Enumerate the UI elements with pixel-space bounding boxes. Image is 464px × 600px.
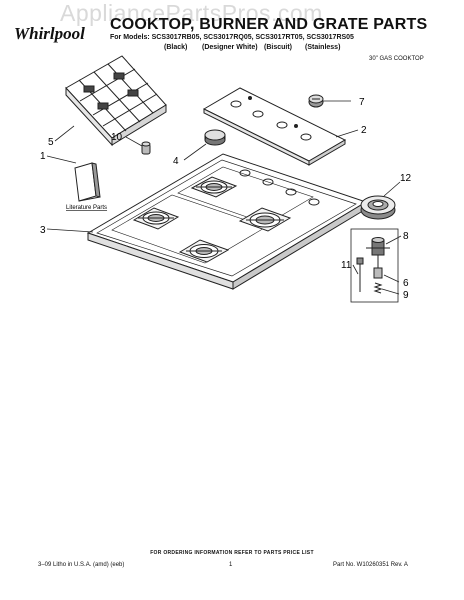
callout-9: 9 bbox=[403, 290, 409, 301]
variant-designer-white: (Designer White) bbox=[202, 44, 258, 51]
valve-part bbox=[366, 237, 390, 270]
model-list: For Models: SCS3017RB05, SCS3017RQ05, SC… bbox=[110, 34, 354, 41]
variant-biscuit: (Biscuit) bbox=[264, 44, 292, 51]
page-title: COOKTOP, BURNER AND GRATE PARTS bbox=[110, 16, 428, 33]
page-number: 1 bbox=[229, 562, 233, 568]
literature-parts-label: Literature Parts bbox=[66, 205, 107, 211]
variant-stainless: (Stainless) bbox=[305, 44, 341, 51]
product-subtitle: 30" GAS COOKTOP bbox=[369, 56, 424, 62]
literature-part bbox=[74, 162, 101, 202]
control-panel-part bbox=[202, 87, 347, 166]
knob-part bbox=[308, 94, 324, 108]
burner-cap-part bbox=[204, 129, 226, 146]
callout-8: 8 bbox=[403, 231, 409, 242]
orifice-part bbox=[373, 267, 383, 279]
part-number: Part No. W10260351 Rev. A bbox=[333, 562, 408, 568]
valve-assembly-box bbox=[350, 228, 399, 303]
callout-10: 10 bbox=[111, 132, 123, 143]
burner-base-part bbox=[360, 195, 396, 220]
grate-foot-part bbox=[141, 141, 151, 155]
grate-part bbox=[65, 55, 167, 147]
callout-5: 5 bbox=[48, 137, 54, 148]
callout-4: 4 bbox=[173, 156, 179, 167]
callout-3: 3 bbox=[40, 225, 46, 236]
callout-2: 2 bbox=[361, 125, 367, 136]
litho-info: 3–09 Litho in U.S.A. (amd) (eeb) bbox=[38, 562, 125, 568]
electrode-part bbox=[356, 257, 364, 292]
brand-logo: Whirlpool bbox=[14, 24, 85, 43]
callout-6: 6 bbox=[403, 278, 409, 289]
spring-part bbox=[373, 282, 383, 294]
callout-12: 12 bbox=[400, 173, 412, 184]
ordering-info-note: FOR ORDERING INFORMATION REFER TO PARTS … bbox=[150, 550, 314, 556]
callout-7: 7 bbox=[359, 97, 365, 108]
cooktop-part bbox=[86, 153, 368, 290]
leader-lines bbox=[46, 100, 402, 295]
variant-black: (Black) bbox=[164, 44, 188, 51]
callout-1: 1 bbox=[40, 151, 46, 162]
callout-11: 11 bbox=[341, 260, 352, 271]
watermark: AppliancePartsPros.com bbox=[60, 0, 323, 26]
